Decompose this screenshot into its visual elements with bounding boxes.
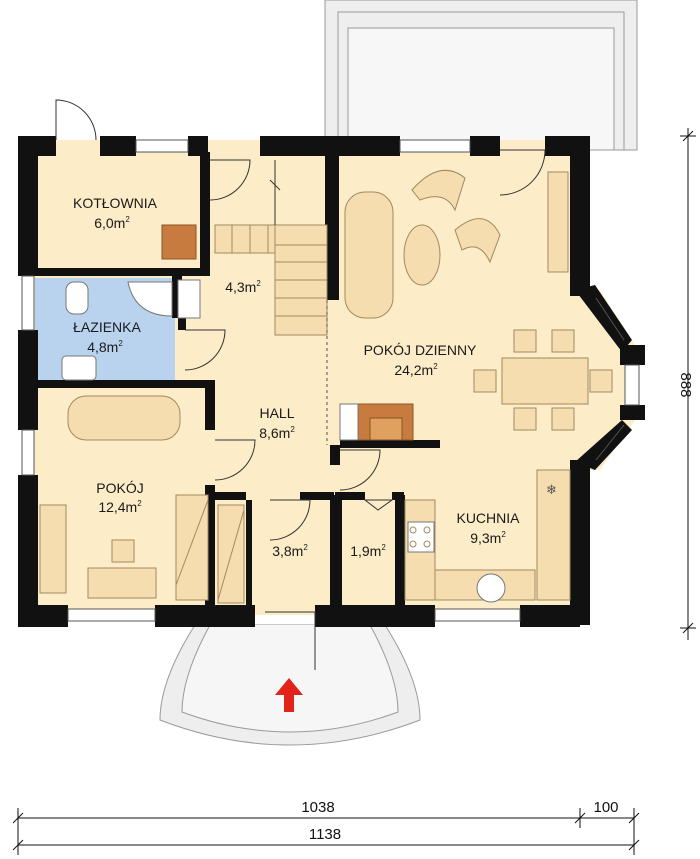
room-area-lazienka: 4,8m2 [87, 339, 123, 355]
living-sofa [344, 191, 394, 319]
toilet [65, 281, 89, 315]
room-name-kuchnia: KUCHNIA [456, 510, 520, 526]
boiler [161, 224, 197, 260]
room-name-lazienka: ŁAZIENKA [73, 319, 141, 335]
room-area-closet-a: 3,8m2 [272, 543, 308, 559]
coffee-table [403, 224, 441, 286]
shower [127, 281, 173, 317]
dimension-width-extra: 100 [593, 799, 618, 816]
room-area-kotlownia: 6,0m2 [94, 215, 130, 231]
sofa [67, 395, 181, 441]
desk [39, 504, 67, 594]
dimension-width-main: 1038 [301, 799, 334, 816]
room-area-hall: 8,6m2 [259, 425, 295, 441]
room-name-pokoj: POKÓJ [96, 480, 143, 496]
walls [18, 136, 645, 627]
room-area-closet-b: 1,9m2 [350, 543, 386, 559]
table [87, 567, 157, 599]
sink [61, 355, 97, 381]
terrace [324, 0, 638, 151]
room-name-pokoj-dzienny: POKÓJ DZIENNY [364, 342, 477, 358]
dimension-lines [12, 128, 696, 855]
armchair [454, 218, 501, 264]
dimension-width-total: 1138 [309, 826, 341, 843]
room-area-pokoj: 12,4m2 [98, 499, 142, 515]
windows [21, 139, 640, 622]
room-labels: KOTŁOWNIA 6,0m2 ŁAZIENKA 4,8m2 POKÓJ 12,… [73, 195, 520, 559]
kitchen-sink [476, 573, 506, 603]
room-name-hall: HALL [259, 405, 294, 421]
fridge-icon: ❄ [546, 483, 557, 498]
cabinet [547, 171, 569, 273]
room-area-pokoj-dzienny: 24,2m2 [394, 362, 438, 378]
entrance-arrow-icon [275, 678, 303, 712]
cooktop [407, 521, 435, 553]
wardrobe [175, 494, 209, 601]
doors [55, 99, 546, 670]
room-area-kuchnia: 9,3m2 [470, 530, 506, 546]
chair [111, 539, 135, 563]
room-area-stair: 4,3m2 [225, 279, 261, 295]
room-name-kotlownia: KOTŁOWNIA [73, 195, 158, 211]
dining-table [501, 357, 589, 405]
staircase [214, 160, 328, 445]
armchair [411, 169, 466, 212]
furniture: ❄ [39, 169, 613, 604]
dimension-height: 888 [677, 372, 694, 397]
